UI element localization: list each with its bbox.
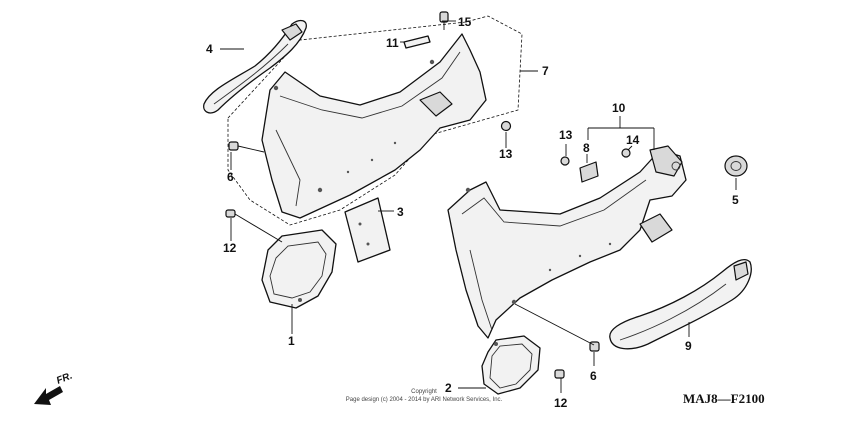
callout-3: 3 xyxy=(397,205,404,219)
callout-7: 7 xyxy=(542,64,549,78)
callout-6-left: 6 xyxy=(227,170,234,184)
callout-12-right: 12 xyxy=(554,396,568,410)
callout-12-left: 12 xyxy=(223,241,237,255)
part-6-screw-left[interactable] xyxy=(228,141,265,153)
callout-numbers: 4 15 11 7 3 1 6 12 13 13 8 14 10 5 9 6 2… xyxy=(206,15,739,410)
callout-8: 8 xyxy=(583,141,590,155)
callout-1: 1 xyxy=(288,334,295,348)
callout-13-right: 13 xyxy=(559,128,573,142)
part-8-block[interactable] xyxy=(579,161,599,183)
front-arrow-icon xyxy=(34,386,63,405)
callout-13-center: 13 xyxy=(499,147,513,161)
part-14-grommet[interactable] xyxy=(621,148,631,158)
part-12-screw-left[interactable] xyxy=(225,209,283,243)
copyright-line-2: Page design (c) 2004 - 2014 by ARI Netwo… xyxy=(346,397,503,403)
part-3-plate[interactable] xyxy=(344,197,391,263)
part-15-clip[interactable] xyxy=(439,11,449,30)
part-13-nut-right[interactable] xyxy=(560,156,570,166)
copyright-notice: Copyright Page design (c) 2004 - 2014 by… xyxy=(346,389,503,403)
part-13-nut-center[interactable] xyxy=(500,120,512,132)
part-9-lower-grab-rail[interactable] xyxy=(609,258,752,350)
callout-6-right: 6 xyxy=(590,369,597,383)
part-2-lower-right-cover[interactable] xyxy=(481,335,541,395)
part-12-screw-right[interactable] xyxy=(554,369,565,379)
callout-4: 4 xyxy=(206,42,213,56)
front-label: FR. xyxy=(55,371,74,387)
callout-9: 9 xyxy=(685,339,692,353)
part-5-cap-nut[interactable] xyxy=(724,155,748,177)
copyright-line-1: Copyright xyxy=(411,389,437,395)
part-7-upper-inner-cover[interactable] xyxy=(227,15,523,226)
callout-11: 11 xyxy=(386,36,399,50)
callout-2: 2 xyxy=(445,381,452,395)
part-11-strip[interactable] xyxy=(403,35,431,49)
diagram-code: MAJ8—F2100 xyxy=(683,391,765,406)
callout-14: 14 xyxy=(626,133,640,147)
callout-15: 15 xyxy=(458,15,472,29)
part-4-upper-grab-rail[interactable] xyxy=(203,19,307,114)
part-1-lower-left-cover[interactable] xyxy=(261,229,337,309)
callout-10: 10 xyxy=(612,101,626,115)
callout-5: 5 xyxy=(732,193,739,207)
lower-right-inner-cover[interactable] xyxy=(447,145,687,339)
front-direction-indicator: FR. xyxy=(34,371,74,405)
leader-lines xyxy=(220,20,737,393)
